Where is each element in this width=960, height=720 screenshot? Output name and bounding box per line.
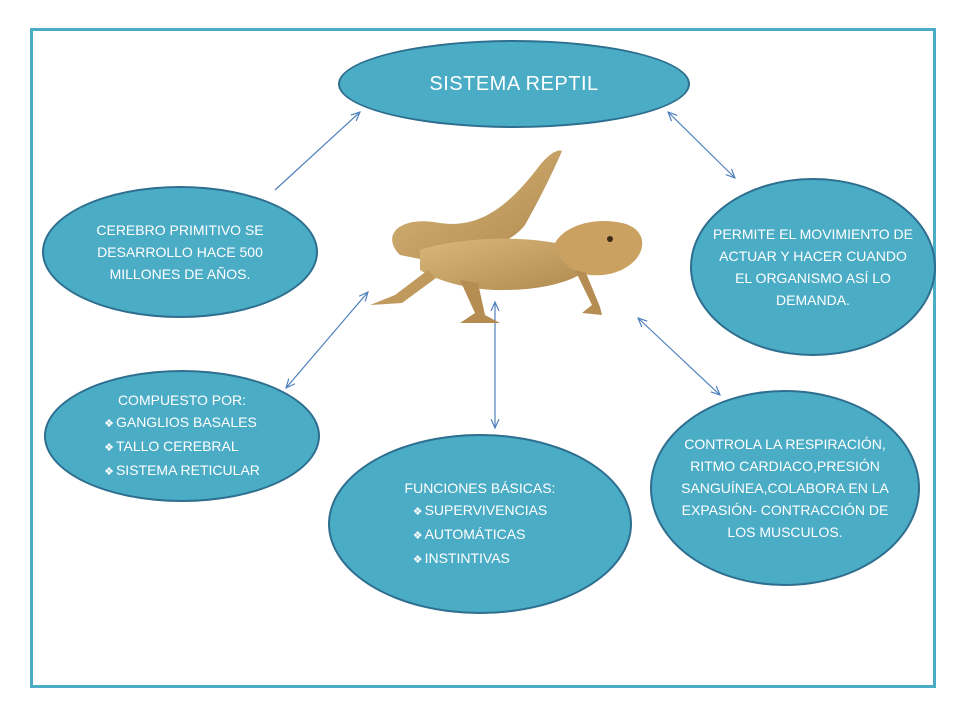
list-item: AUTOMÁTICAS [413, 523, 548, 547]
node-sistema-reptil: SISTEMA REPTIL [338, 40, 690, 128]
lizard-front-leg [575, 270, 602, 315]
lizard-body [420, 238, 592, 291]
node-permite-movimiento: PERMITE EL MOVIMIENTO DE ACTUAR Y HACER … [690, 178, 936, 356]
list-item: INSTINTIVAS [413, 547, 548, 571]
lizard-rear-leg-2 [370, 270, 436, 305]
slide-frame [30, 28, 936, 688]
node-permite-movimiento-text: PERMITE EL MOVIMIENTO DE ACTUAR Y HACER … [713, 226, 913, 308]
node-compuesto-por: COMPUESTO POR: GANGLIOS BASALES TALLO CE… [44, 370, 320, 502]
node-funciones-basicas-heading: FUNCIONES BÁSICAS: [404, 480, 556, 496]
node-funciones-basicas: FUNCIONES BÁSICAS: SUPERVIVENCIAS AUTOMÁ… [328, 434, 632, 614]
lizard-head [555, 221, 643, 276]
list-item: GANGLIOS BASALES [104, 411, 260, 435]
node-controla-respiracion-text: CONTROLA LA RESPIRACIÓN, RITMO CARDIACO,… [681, 436, 889, 540]
list-item: SUPERVIVENCIAS [413, 499, 548, 523]
node-compuesto-por-heading: COMPUESTO POR: [117, 392, 247, 408]
lizard-image [370, 150, 643, 323]
lizard-tail [392, 150, 562, 261]
diagram-title: SISTEMA REPTIL [429, 73, 599, 95]
list-item: TALLO CEREBRAL [104, 435, 260, 459]
node-cerebro-primitivo-text: CEREBRO PRIMITIVO SE DESARROLLO HACE 500… [96, 222, 264, 282]
node-cerebro-primitivo: CEREBRO PRIMITIVO SE DESARROLLO HACE 500… [42, 186, 318, 318]
lizard-rear-leg [460, 280, 500, 323]
node-controla-respiracion: CONTROLA LA RESPIRACIÓN, RITMO CARDIACO,… [650, 390, 920, 586]
list-item: SISTEMA RETICULAR [104, 459, 260, 483]
